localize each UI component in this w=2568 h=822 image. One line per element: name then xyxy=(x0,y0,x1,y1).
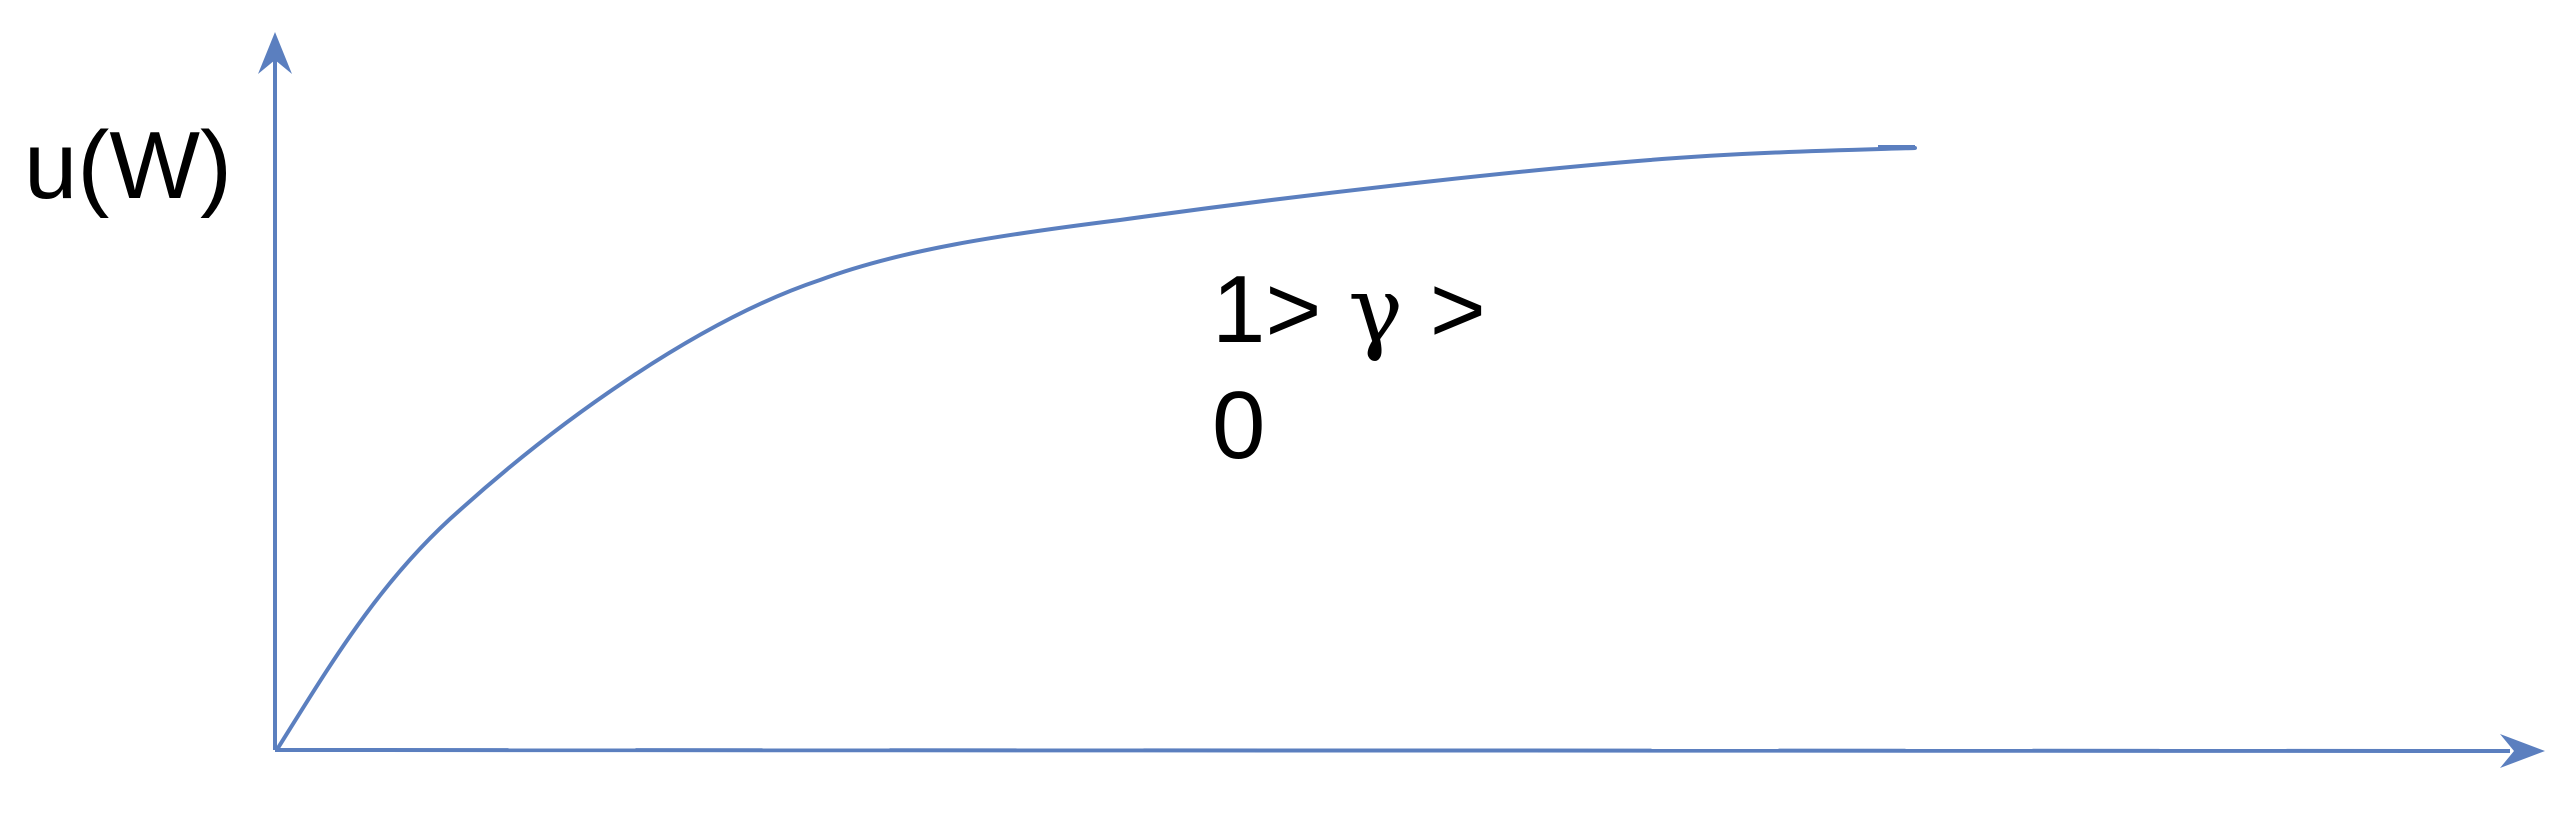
y-axis-label: u(W) xyxy=(24,112,232,219)
x-axis-arrowhead xyxy=(2500,734,2545,768)
gamma-condition-line-1: 1> γ > xyxy=(1212,262,1486,358)
y-axis-arrowhead xyxy=(258,32,292,74)
gamma-condition-line-2: 0 xyxy=(1212,372,1266,479)
condition-prefix: 1> xyxy=(1212,256,1322,363)
x-axis xyxy=(274,748,2511,753)
utility-curve xyxy=(276,146,1917,750)
gamma-symbol: γ xyxy=(1348,257,1404,364)
condition-suffix: > xyxy=(1429,256,1486,363)
